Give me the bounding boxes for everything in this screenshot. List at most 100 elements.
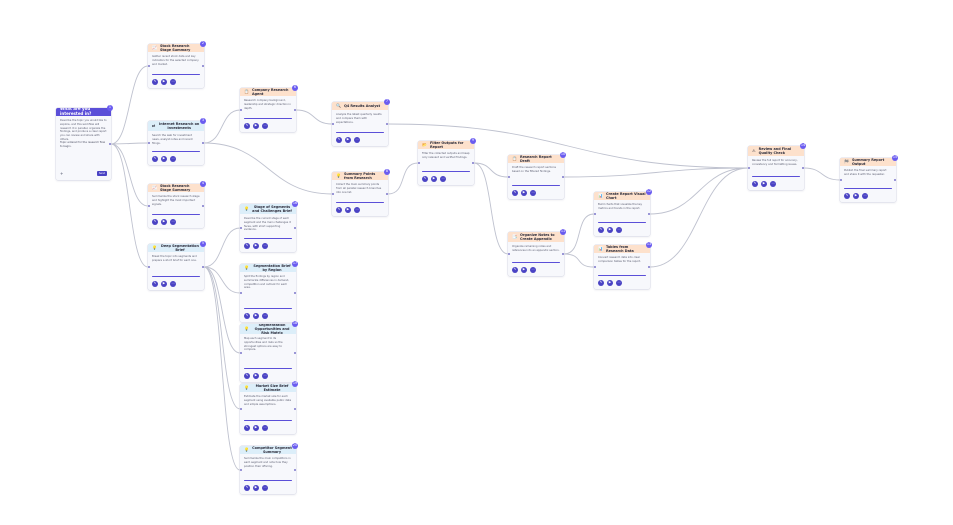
output-port[interactable] [202, 142, 204, 144]
more-icon[interactable]: ⋯ [170, 281, 176, 287]
more-icon[interactable]: ⋯ [530, 190, 536, 196]
play-icon[interactable]: ▶ [253, 243, 259, 249]
more-icon[interactable]: ⋯ [616, 280, 622, 286]
output-port[interactable] [648, 266, 650, 268]
input-port[interactable] [240, 109, 242, 111]
more-icon[interactable]: ⋯ [170, 79, 176, 85]
output-port[interactable] [294, 408, 296, 410]
input-port[interactable] [240, 469, 242, 471]
edit-icon[interactable]: ✎ [598, 280, 604, 286]
input-port[interactable] [332, 193, 334, 195]
edit-icon[interactable]: ✎ [152, 79, 158, 85]
input-port[interactable] [148, 266, 150, 268]
more-icon[interactable]: ⋯ [170, 219, 176, 225]
edit-icon[interactable]: ✎ [244, 243, 250, 249]
more-icon[interactable]: ⋯ [262, 485, 268, 491]
output-port[interactable] [386, 193, 388, 195]
output-port[interactable] [294, 469, 296, 471]
input-port[interactable] [240, 408, 242, 410]
output-port[interactable] [894, 179, 896, 181]
more-icon[interactable]: ⋯ [440, 176, 446, 182]
output-port[interactable] [562, 176, 564, 178]
play-icon[interactable]: ▶ [521, 267, 527, 273]
add-icon[interactable]: + [60, 171, 64, 176]
edit-icon[interactable]: ✎ [844, 193, 850, 199]
more-icon[interactable]: ⋯ [354, 207, 360, 213]
edit-icon[interactable]: ✎ [244, 123, 250, 129]
output-port[interactable] [294, 227, 296, 229]
more-icon[interactable]: ⋯ [262, 123, 268, 129]
topic-input[interactable]: Topic entered for the research flow to b… [60, 141, 106, 148]
edit-icon[interactable]: ✎ [512, 267, 518, 273]
input-port[interactable] [840, 179, 842, 181]
play-icon[interactable]: ▶ [161, 156, 167, 162]
play-icon[interactable]: ▶ [161, 281, 167, 287]
more-icon[interactable]: ⋯ [170, 156, 176, 162]
more-icon[interactable]: ⋯ [862, 193, 868, 199]
edit-icon[interactable]: ✎ [752, 181, 758, 187]
output-port[interactable] [202, 205, 204, 207]
edit-icon[interactable]: ✎ [152, 281, 158, 287]
play-icon[interactable]: ▶ [521, 190, 527, 196]
input-port[interactable] [148, 205, 150, 207]
play-icon[interactable]: ▶ [345, 207, 351, 213]
input-port[interactable] [594, 213, 596, 215]
play-icon[interactable]: ▶ [253, 313, 259, 319]
input-port[interactable] [508, 176, 510, 178]
play-icon[interactable]: ▶ [761, 181, 767, 187]
more-icon[interactable]: ⋯ [530, 267, 536, 273]
output-port[interactable] [294, 352, 296, 354]
edit-icon[interactable]: ✎ [336, 137, 342, 143]
more-icon[interactable]: ⋯ [262, 243, 268, 249]
node-segmentation-opportunities-and-risk-matrix[interactable]: 💡Segmentation Opportunities and Risk Mat… [240, 324, 296, 382]
edit-icon[interactable]: ✎ [152, 156, 158, 162]
output-port[interactable] [202, 266, 204, 268]
play-icon[interactable]: ▶ [161, 219, 167, 225]
play-icon[interactable]: ▶ [607, 227, 613, 233]
more-icon[interactable]: ⋯ [262, 373, 268, 379]
more-icon[interactable]: ⋯ [262, 425, 268, 431]
output-port[interactable] [562, 253, 564, 255]
output-port[interactable] [202, 65, 204, 67]
play-icon[interactable]: ▶ [161, 79, 167, 85]
output-port[interactable] [802, 167, 804, 169]
play-icon[interactable]: ▶ [431, 176, 437, 182]
input-port[interactable] [240, 292, 242, 294]
more-icon[interactable]: ⋯ [354, 137, 360, 143]
play-icon[interactable]: ▶ [253, 485, 259, 491]
more-icon[interactable]: ⋯ [616, 227, 622, 233]
output-port[interactable] [294, 292, 296, 294]
input-port[interactable] [418, 162, 420, 164]
edit-icon[interactable]: ✎ [512, 190, 518, 196]
input-port[interactable] [508, 253, 510, 255]
input-port[interactable] [748, 167, 750, 169]
output-port[interactable] [109, 143, 111, 145]
input-port[interactable] [148, 65, 150, 67]
input-port[interactable] [240, 352, 242, 354]
edit-icon[interactable]: ✎ [244, 373, 250, 379]
input-port[interactable] [332, 123, 334, 125]
play-icon[interactable]: ▶ [607, 280, 613, 286]
start-node[interactable]: What are you interested in? Describe the… [56, 108, 111, 180]
edit-icon[interactable]: ✎ [422, 176, 428, 182]
play-icon[interactable]: ▶ [853, 193, 859, 199]
more-icon[interactable]: ⋯ [770, 181, 776, 187]
input-port[interactable] [240, 227, 242, 229]
more-icon[interactable]: ⋯ [262, 313, 268, 319]
edit-icon[interactable]: ✎ [598, 227, 604, 233]
output-port[interactable] [648, 213, 650, 215]
edit-icon[interactable]: ✎ [244, 425, 250, 431]
